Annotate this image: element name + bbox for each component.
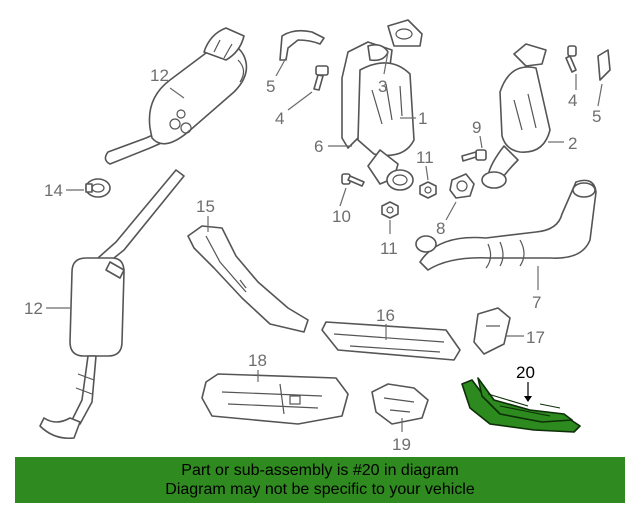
callout-12: 12	[24, 299, 43, 318]
callout-14: 14	[44, 181, 63, 200]
callout-5-right: 5	[592, 107, 601, 126]
callout-2: 2	[568, 134, 577, 153]
callout-4-right: 4	[568, 91, 577, 110]
part-18-heat-shield	[201, 373, 349, 425]
callout-20: 20	[516, 363, 535, 382]
callout-10: 10	[332, 207, 351, 226]
part-13-muffler	[104, 27, 248, 165]
part-3-gasket	[387, 19, 423, 47]
part-1-catalytic-converter	[341, 41, 415, 191]
part-19-heat-shield	[371, 383, 429, 425]
exhaust-parts-diagram: 12 5 4 6 1 3 9 11	[24, 19, 611, 454]
part-12-intermediate-pipe	[39, 169, 185, 440]
callout-11-upper: 11	[416, 148, 434, 167]
callout-8: 8	[436, 219, 445, 238]
callout-15: 15	[196, 197, 215, 216]
part-4-bolt-left	[313, 65, 329, 91]
part-17-bracket	[473, 307, 511, 355]
part-9-bolt	[461, 149, 487, 162]
banner-line-2: Diagram may not be specific to your vehi…	[165, 481, 475, 498]
callout-6: 6	[314, 137, 323, 156]
part-16-heat-shield	[321, 321, 461, 361]
callout-7: 7	[532, 293, 541, 312]
callout-19: 19	[392, 435, 411, 454]
banner-line-1: Part or sub-assembly is #20 in diagram	[181, 462, 459, 479]
callout-4-left: 4	[275, 109, 284, 128]
callout-13: 12	[150, 66, 169, 85]
callout-16: 16	[376, 306, 395, 325]
part-7-front-pipe	[415, 179, 597, 271]
part-4-bolt-right	[565, 45, 577, 73]
part-10-bolt	[341, 173, 365, 187]
part-8-gasket	[449, 173, 475, 199]
callout-5-left: 5	[266, 77, 275, 96]
callout-20-arrowhead	[524, 396, 532, 402]
part-15-heat-shield	[187, 225, 309, 333]
part-5-bracket-right	[597, 49, 611, 81]
part-5-bracket-left	[279, 29, 325, 61]
part-2-catalytic-converter	[481, 43, 551, 189]
part-14-clamp	[85, 178, 111, 198]
callout-1: 1	[418, 109, 427, 128]
callout-9: 9	[472, 118, 481, 137]
part-20-heat-shield-highlighted[interactable]	[461, 377, 581, 433]
callout-17: 17	[526, 328, 545, 347]
callout-3: 3	[378, 77, 387, 96]
callout-11-lower: 11	[380, 239, 398, 258]
part-11-nut-lower	[381, 201, 399, 219]
callout-18: 18	[248, 351, 267, 370]
part-11-nut-upper	[419, 181, 437, 199]
info-banner: Part or sub-assembly is #20 in diagram D…	[15, 457, 625, 503]
